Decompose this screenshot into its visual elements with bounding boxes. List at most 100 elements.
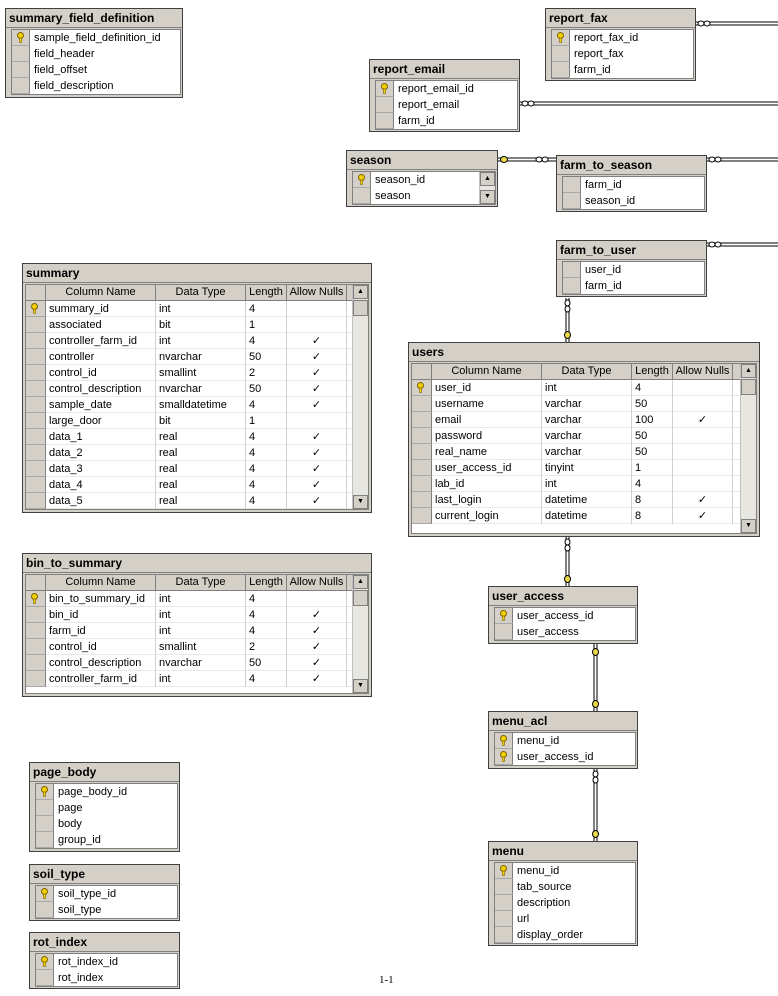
header-allow-nulls[interactable]: Allow Nulls	[673, 364, 733, 380]
header-length[interactable]: Length	[246, 285, 287, 301]
cell-length[interactable]: 4	[246, 671, 287, 687]
row-selector[interactable]	[412, 412, 432, 428]
cell-length[interactable]: 4	[246, 477, 287, 493]
column-row[interactable]: rot_index	[36, 970, 177, 986]
row-selector[interactable]	[26, 349, 46, 365]
table-menu[interactable]: menu menu_id tab_source description url …	[488, 841, 638, 946]
column-row[interactable]: field_header	[12, 46, 180, 62]
cell-length[interactable]: 4	[246, 445, 287, 461]
cell-column-name[interactable]: username	[432, 396, 542, 412]
row-selector[interactable]	[412, 492, 432, 508]
cell-column-name[interactable]: data_2	[46, 445, 156, 461]
scroll-down-icon[interactable]: ▼	[353, 495, 368, 509]
column-row[interactable]: group_id	[36, 832, 177, 848]
cell-allow-nulls-checkbox[interactable]: ✓	[287, 639, 347, 655]
cell-allow-nulls-checkbox[interactable]: ✓	[673, 492, 733, 508]
column-row[interactable]: user_access_id	[495, 608, 635, 624]
table-farm-to-season[interactable]: farm_to_season farm_id season_id	[556, 155, 707, 212]
row-selector[interactable]	[412, 460, 432, 476]
column-row[interactable]: display_order	[495, 927, 635, 943]
cell-data-type[interactable]: real	[156, 493, 246, 509]
cell-data-type[interactable]: int	[156, 591, 246, 607]
column-row[interactable]: sample_field_definition_id	[12, 30, 180, 46]
row-selector[interactable]	[26, 623, 46, 639]
cell-length[interactable]: 4	[246, 623, 287, 639]
cell-length[interactable]: 4	[632, 476, 673, 492]
scroll-up-icon[interactable]: ▲	[353, 285, 368, 299]
scroll-thumb[interactable]	[353, 590, 368, 606]
cell-data-type[interactable]: int	[542, 476, 632, 492]
row-selector[interactable]	[26, 461, 46, 477]
vertical-scrollbar[interactable]: ▲ ▼	[479, 172, 495, 204]
cell-data-type[interactable]: bit	[156, 317, 246, 333]
cell-column-name[interactable]: data_5	[46, 493, 156, 509]
column-row[interactable]: farm_id	[552, 62, 693, 78]
cell-allow-nulls-checkbox[interactable]	[673, 380, 733, 396]
cell-length[interactable]: 50	[632, 428, 673, 444]
cell-allow-nulls-checkbox[interactable]: ✓	[287, 397, 347, 413]
column-row[interactable]: user_id	[563, 262, 704, 278]
cell-column-name[interactable]: data_1	[46, 429, 156, 445]
column-row[interactable]: menu_id	[495, 733, 635, 749]
cell-allow-nulls-checkbox[interactable]: ✓	[287, 623, 347, 639]
cell-length[interactable]: 4	[246, 397, 287, 413]
cell-data-type[interactable]: nvarchar	[156, 349, 246, 365]
cell-allow-nulls-checkbox[interactable]: ✓	[287, 493, 347, 509]
cell-allow-nulls-checkbox[interactable]	[287, 413, 347, 429]
header-column-name[interactable]: Column Name	[432, 364, 542, 380]
header-column-name[interactable]: Column Name	[46, 285, 156, 301]
column-row[interactable]: soil_type	[36, 902, 177, 918]
table-summary-field-definition[interactable]: summary_field_definition sample_field_de…	[5, 8, 183, 98]
cell-length[interactable]: 8	[632, 508, 673, 524]
table-menu-acl[interactable]: menu_acl menu_id user_access_id	[488, 711, 638, 769]
column-row[interactable]: tab_source	[495, 879, 635, 895]
cell-column-name[interactable]: control_description	[46, 381, 156, 397]
cell-allow-nulls-checkbox[interactable]: ✓	[287, 333, 347, 349]
row-selector[interactable]	[26, 317, 46, 333]
cell-data-type[interactable]: real	[156, 429, 246, 445]
column-row[interactable]: report_email_id	[376, 81, 517, 97]
cell-allow-nulls-checkbox[interactable]	[287, 317, 347, 333]
row-selector[interactable]	[26, 639, 46, 655]
cell-length[interactable]: 50	[246, 655, 287, 671]
cell-column-name[interactable]: controller	[46, 349, 156, 365]
table-user-access[interactable]: user_access user_access_id user_access	[488, 586, 638, 644]
cell-data-type[interactable]: int	[156, 623, 246, 639]
table-bin-to-summary[interactable]: bin_to_summary Column Name Data Type Len…	[22, 553, 372, 697]
row-selector[interactable]	[26, 671, 46, 687]
cell-data-type[interactable]: smalldatetime	[156, 397, 246, 413]
cell-length[interactable]: 4	[246, 607, 287, 623]
cell-allow-nulls-checkbox[interactable]	[287, 301, 347, 317]
column-row[interactable]: user_access_id	[495, 749, 635, 765]
row-selector[interactable]	[412, 380, 432, 396]
column-row[interactable]: season_id	[563, 193, 704, 209]
table-farm-to-user[interactable]: farm_to_user user_id farm_id	[556, 240, 707, 297]
column-row[interactable]: menu_id	[495, 863, 635, 879]
row-selector[interactable]	[26, 429, 46, 445]
column-row[interactable]: url	[495, 911, 635, 927]
cell-length[interactable]: 4	[632, 380, 673, 396]
cell-allow-nulls-checkbox[interactable]: ✓	[287, 445, 347, 461]
cell-allow-nulls-checkbox[interactable]	[673, 396, 733, 412]
row-selector[interactable]	[26, 607, 46, 623]
row-selector[interactable]	[412, 396, 432, 412]
header-data-type[interactable]: Data Type	[542, 364, 632, 380]
row-selector[interactable]	[412, 508, 432, 524]
row-selector[interactable]	[26, 397, 46, 413]
cell-allow-nulls-checkbox[interactable]	[673, 460, 733, 476]
cell-column-name[interactable]: user_access_id	[432, 460, 542, 476]
cell-length[interactable]: 1	[246, 317, 287, 333]
column-row[interactable]: report_fax	[552, 46, 693, 62]
cell-length[interactable]: 50	[632, 444, 673, 460]
table-rot-index[interactable]: rot_index rot_index_id rot_index	[29, 932, 180, 989]
row-selector[interactable]	[26, 365, 46, 381]
column-row[interactable]: report_email	[376, 97, 517, 113]
cell-data-type[interactable]: real	[156, 461, 246, 477]
